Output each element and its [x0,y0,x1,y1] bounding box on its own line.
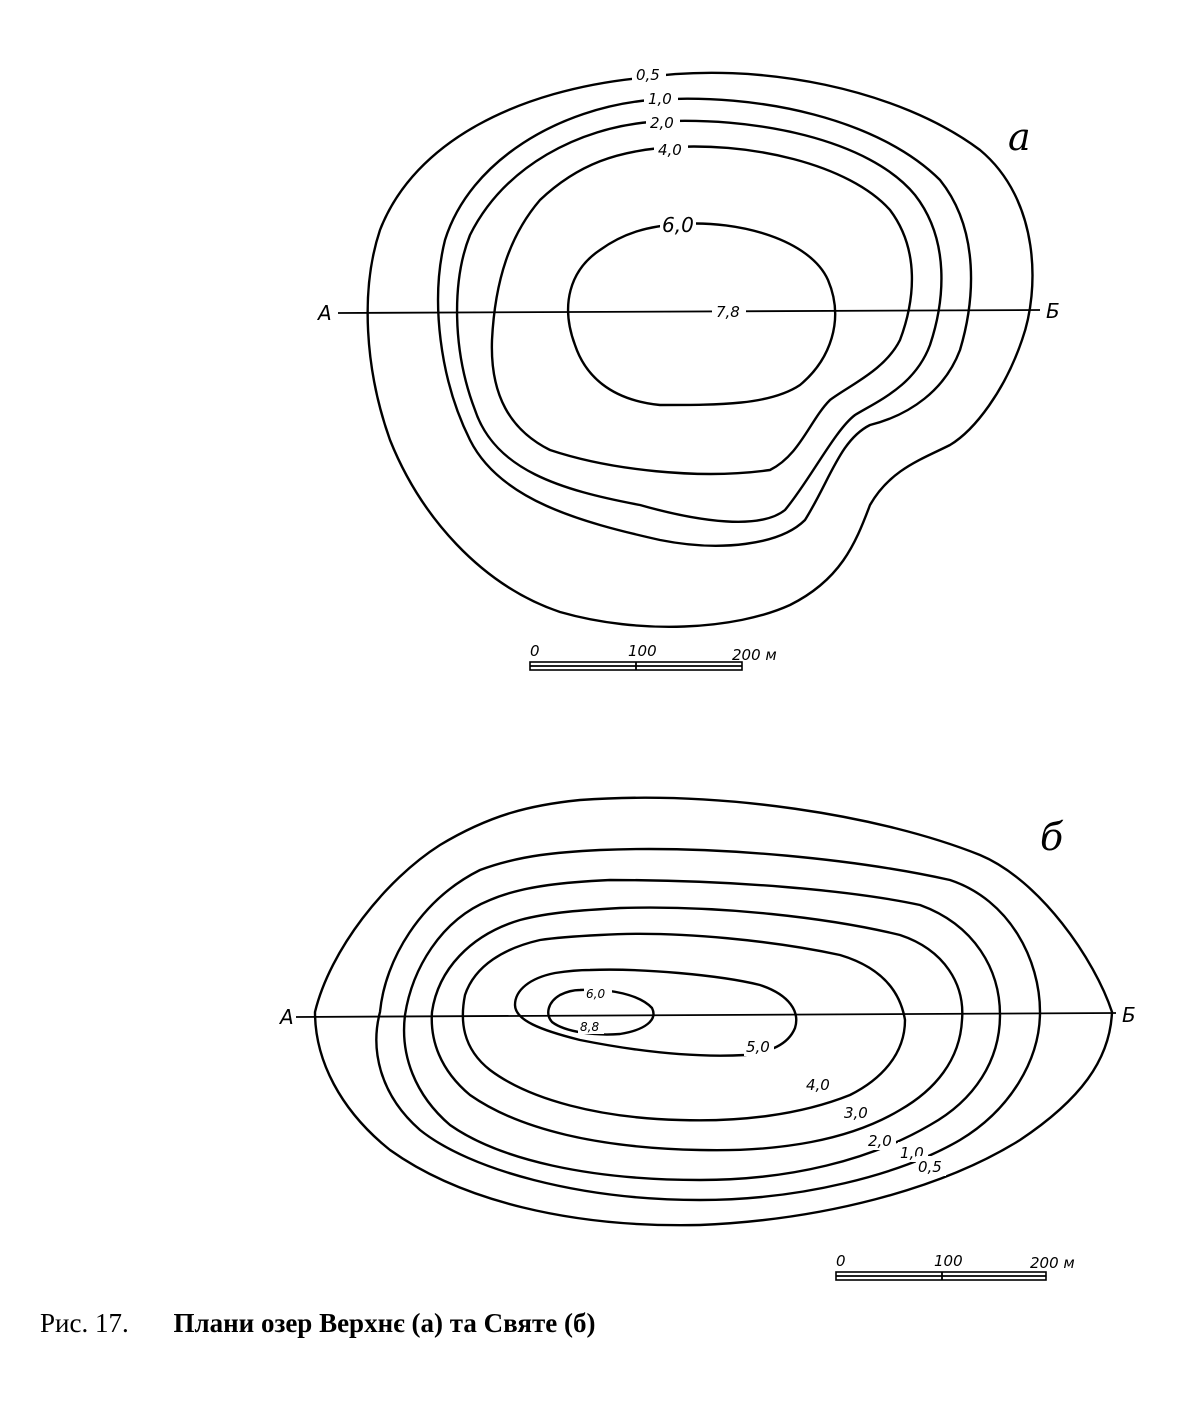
contour-b-0-5 [313,796,1114,1227]
contour-a-1-0 [436,97,973,547]
contour-b-2-0 [402,878,1002,1182]
contour-b-1-0 [375,847,1042,1202]
contour-a-6-0 [567,222,837,407]
depth-label-a-4-0: 4,0 [658,141,682,159]
depth-label-a-0-5: 0,5 [636,66,660,84]
section-start-a: A [316,301,332,325]
contour-b-4-0 [461,932,907,1122]
depth-labels-a: 0,5 1,0 2,0 4,0 6,0 7,8 [632,64,746,321]
contour-a-0-5 [366,71,1034,628]
figure-number: Рис. 17. [40,1308,129,1338]
figure-caption: Рис. 17. Плани озер Верхнє (а) та Святе … [40,1308,595,1339]
panel-letter-b: б [1040,815,1064,859]
panel-a-lake-verkhnie: 0,5 1,0 2,0 4,0 6,0 7,8 A Б a 0 100 200 … [316,64,1060,671]
depth-label-a-1-0: 1,0 [648,90,672,108]
lake-plans-figure: 0,5 1,0 2,0 4,0 6,0 7,8 A Б a 0 100 200 … [278,64,1136,1281]
depth-label-b-6-0: 6,0 [586,987,605,1001]
depth-label-b-2-0: 2,0 [868,1132,892,1150]
section-end-a: Б [1046,299,1060,323]
scale-b-end: 200 м [1030,1254,1075,1272]
depth-label-b-8-8: 8,8 [580,1020,599,1034]
section-start-b: A [278,1005,294,1029]
contour-a-4-0 [490,145,914,476]
depth-label-b-0-5: 0,5 [918,1158,942,1176]
depth-label-b-3-0: 3,0 [844,1104,868,1122]
depth-label-b-5-0: 5,0 [746,1038,770,1056]
depth-label-b-4-0: 4,0 [806,1076,830,1094]
depth-labels-b: 6,0 8,8 5,0 4,0 3,0 2,0 1,0 0,5 [578,984,946,1176]
depth-label-a-6-0: 6,0 [662,213,694,237]
section-line-a [337,309,1041,314]
contour-b-3-0 [430,906,964,1152]
contour-a-2-0 [455,119,943,523]
scale-bar-a: 0 100 200 м [529,642,777,671]
depth-label-a-7-8: 7,8 [716,303,740,321]
scale-a-end: 200 м [732,646,777,664]
section-end-b: Б [1122,1003,1136,1027]
panel-b-lake-sviate: 6,0 8,8 5,0 4,0 3,0 2,0 1,0 0,5 A Б б 0 … [278,796,1136,1281]
scale-b-zero: 0 [836,1252,846,1270]
scale-a-zero: 0 [530,642,540,660]
depth-label-a-2-0: 2,0 [650,114,674,132]
contour-b-5-0 [513,968,798,1057]
section-line-b [295,1012,1117,1018]
scale-bar-b: 0 100 200 м [835,1252,1075,1281]
scale-b-mid: 100 [934,1252,963,1270]
panel-letter-a: a [1008,115,1031,159]
scale-a-mid: 100 [628,642,657,660]
figure-title: Плани озер Верхнє (а) та Святе (б) [173,1308,596,1338]
